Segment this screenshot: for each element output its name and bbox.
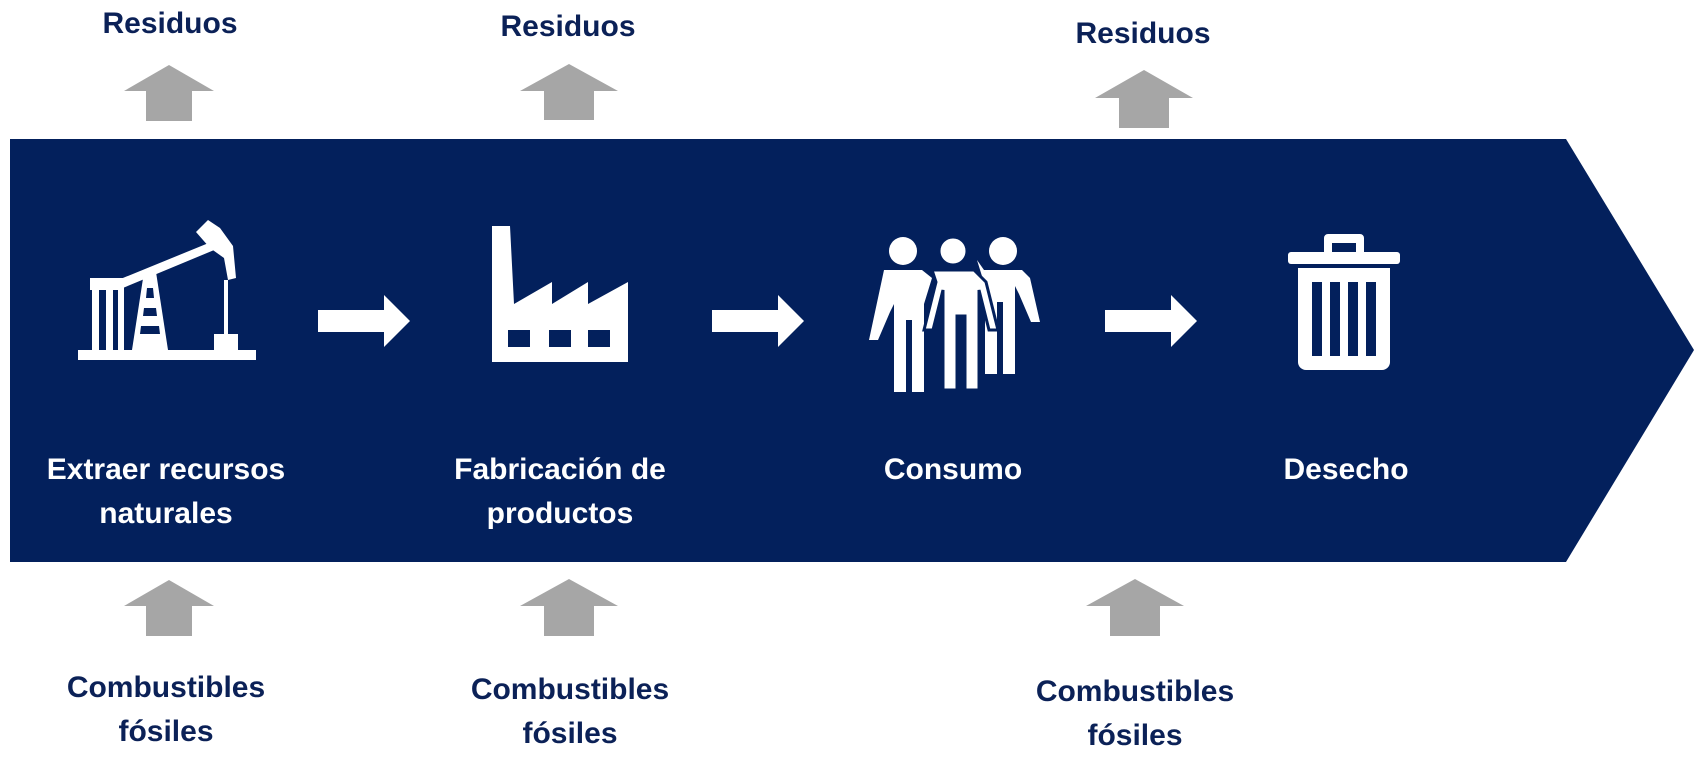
flow-arrow-3 bbox=[1105, 295, 1197, 347]
waste-arrow-1 bbox=[124, 65, 214, 121]
fuel-label-1-line1: Combustibles bbox=[66, 671, 266, 704]
factory-icon bbox=[492, 226, 628, 362]
fuel-label-1-line2: fósiles bbox=[118, 715, 214, 748]
waste-label-2: Residuos bbox=[500, 10, 636, 43]
fuel-label-2-line2: fósiles bbox=[522, 717, 618, 750]
stage-label-manufacturing: Fabricación de productos bbox=[454, 453, 666, 530]
stage-label-extraction: Extraer recursos naturales bbox=[46, 453, 286, 530]
flow-arrow-2 bbox=[712, 295, 804, 347]
people-icon bbox=[869, 236, 1040, 392]
waste-label-1: Residuos bbox=[102, 7, 238, 40]
waste-label-3: Residuos bbox=[1075, 17, 1211, 50]
fuel-label-3: Combustibles fósiles bbox=[1015, 670, 1255, 758]
waste-arrow-2 bbox=[520, 64, 618, 120]
fuel-label-3-line1: Combustibles bbox=[1035, 675, 1235, 708]
fuel-arrow-2 bbox=[520, 579, 618, 636]
fuel-label-2-line1: Combustibles bbox=[470, 673, 670, 706]
waste-arrow-3 bbox=[1095, 70, 1193, 128]
stage-label-consumption: Consumo bbox=[883, 453, 1023, 486]
fuel-arrow-1 bbox=[124, 580, 214, 636]
fuel-label-3-line2: fósiles bbox=[1087, 719, 1183, 752]
fuel-label-2: Combustibles fósiles bbox=[450, 668, 690, 756]
trash-can-icon bbox=[1288, 234, 1400, 370]
flow-arrow-1 bbox=[318, 295, 410, 347]
oil-pump-icon bbox=[78, 220, 256, 360]
fuel-label-1: Combustibles fósiles bbox=[46, 666, 286, 754]
fuel-arrow-3 bbox=[1086, 579, 1184, 636]
stage-label-disposal: Desecho bbox=[1283, 453, 1409, 486]
